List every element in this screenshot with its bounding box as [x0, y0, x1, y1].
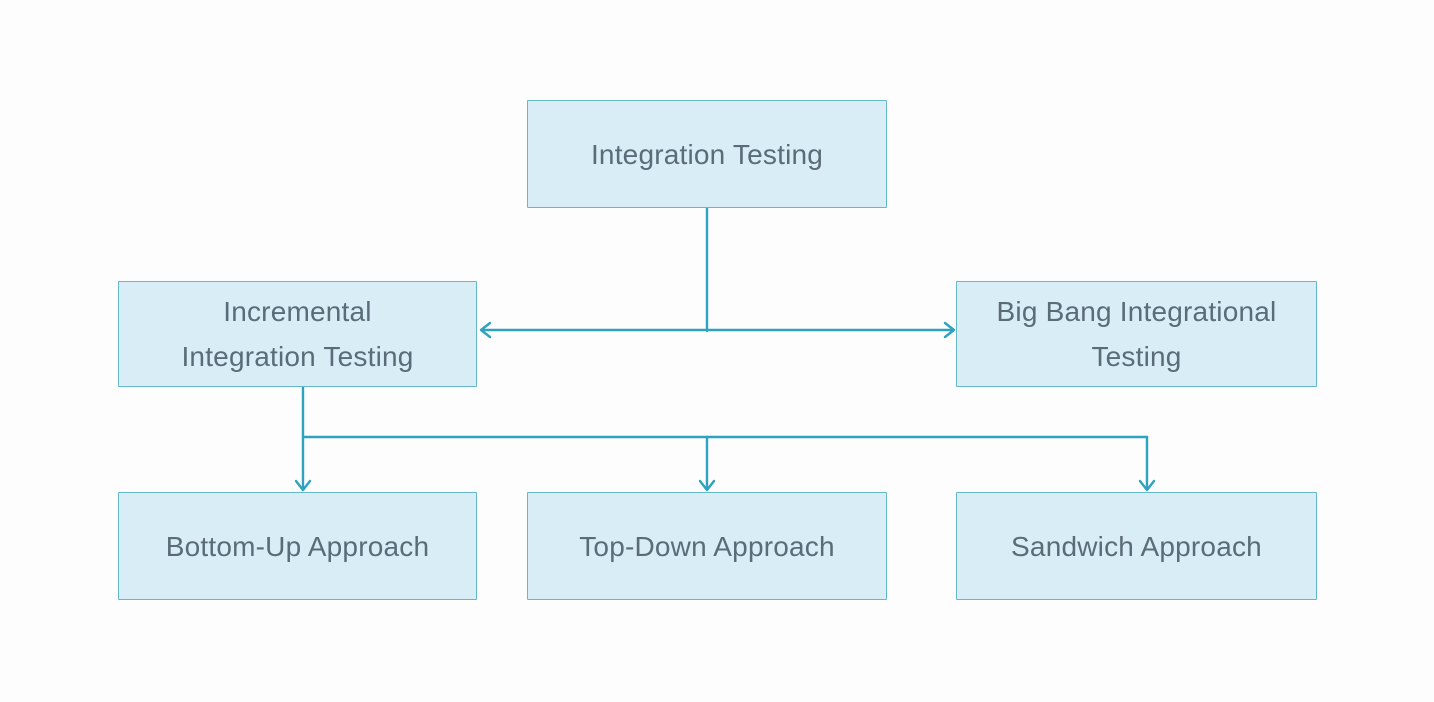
arrowhead-down-sandwich-icon [1138, 479, 1156, 492]
node-top-down-approach-label: Top-Down Approach [579, 530, 835, 562]
node-big-bang-integrational-testing-label: Big Bang Integrational Testing [996, 296, 1277, 372]
arrowhead-down-top-down-icon [698, 479, 716, 492]
arrowhead-left-icon [479, 321, 492, 339]
node-integration-testing: Integration Testing [527, 100, 887, 208]
node-bottom-up-approach: Bottom-Up Approach [118, 492, 477, 600]
node-sandwich-approach-label: Sandwich Approach [1011, 530, 1262, 562]
node-incremental-integration-testing: Incremental Integration Testing [118, 281, 477, 387]
node-integration-testing-label: Integration Testing [590, 138, 824, 170]
node-big-bang-integrational-testing: Big Bang Integrational Testing [956, 281, 1317, 387]
arrowhead-down-bottom-up-icon [294, 479, 312, 492]
node-incremental-integration-testing-label: Incremental Integration Testing [181, 296, 414, 372]
node-top-down-approach: Top-Down Approach [527, 492, 887, 600]
arrowhead-right-icon [943, 321, 956, 339]
node-sandwich-approach: Sandwich Approach [956, 492, 1317, 600]
node-bottom-up-approach-label: Bottom-Up Approach [165, 530, 430, 562]
